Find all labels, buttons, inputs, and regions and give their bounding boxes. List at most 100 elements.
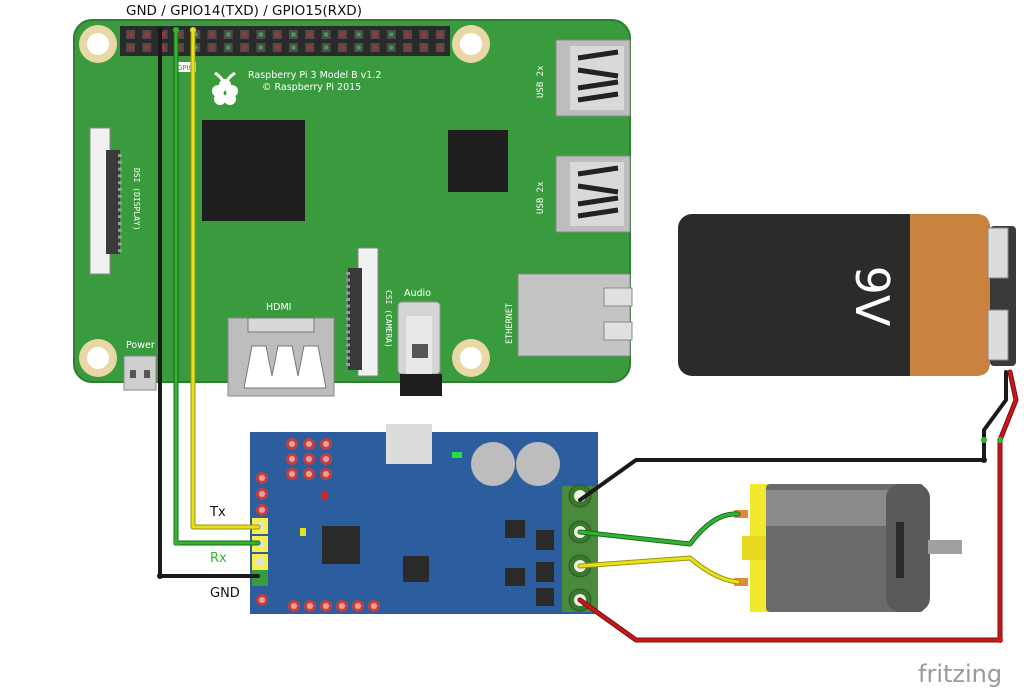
gpio-pin-core [128, 45, 133, 50]
battery-terminal-pos [987, 309, 1009, 361]
connector-tooth [118, 215, 122, 219]
gpio-pin-core [373, 32, 377, 37]
solder-pad-hole [259, 597, 265, 603]
pi-copyright: © Raspberry Pi 2015 [262, 82, 361, 93]
mounting-hole [79, 339, 117, 377]
connector-tooth [118, 222, 122, 225]
gpio-pin-core [258, 32, 263, 37]
motor-terminal-block [562, 484, 598, 612]
connector-tooth [118, 160, 122, 164]
audio-jack [397, 301, 442, 396]
gpio-pin-core [275, 32, 280, 37]
gpio-pin-core [242, 45, 247, 50]
gpio-pin-core [128, 32, 133, 37]
solder-pad-hole [259, 507, 265, 513]
status-led [452, 452, 462, 458]
connector-tooth [346, 337, 350, 340]
gpio-pin-core [324, 45, 329, 50]
solder-pad-hole [371, 603, 377, 609]
gpio-pin-core [177, 32, 182, 37]
power-port [123, 355, 157, 391]
gpio-pin-core [356, 32, 361, 37]
connector-tooth [346, 298, 350, 301]
connector-tooth [118, 194, 122, 198]
solder-pad-hole [323, 471, 329, 477]
gpio-pin-core [405, 32, 410, 37]
connector-tooth [118, 154, 122, 157]
gpio-pin-core [307, 32, 312, 37]
connector-tooth [346, 304, 350, 308]
solder-pad-hole [307, 603, 313, 609]
solder-pad-hole [306, 471, 312, 477]
gpio-pin-core [340, 32, 345, 37]
gpio-pin-core [144, 45, 149, 50]
wires [157, 27, 1019, 643]
gpio-pin-core [258, 45, 263, 50]
gpio-pin-core [193, 32, 198, 37]
connector-tooth [346, 356, 350, 360]
solder-pad-hole [306, 441, 312, 447]
connector-tooth [346, 317, 350, 321]
tx-label: Tx [209, 505, 226, 520]
hdmi-label: HDMI [266, 302, 291, 313]
connector-tooth [346, 291, 350, 295]
connector-tooth [118, 208, 122, 212]
gpio-pin-core [340, 45, 345, 50]
gpio-pin-core [210, 32, 214, 37]
usb-bottom-label: USB 2x [536, 181, 546, 214]
connector-tooth [118, 228, 122, 232]
capacitor [471, 442, 515, 486]
connector-tooth [118, 201, 122, 205]
lan-chip [448, 130, 508, 192]
gpio-tag: GPIO [177, 64, 195, 72]
connector-tooth [118, 167, 122, 171]
gpio-pin-core [373, 45, 377, 50]
usb-top-label: USB 2x [536, 65, 546, 98]
motor-controller-board [250, 424, 598, 614]
gpio-pin-core [161, 32, 166, 37]
gpio-pin-core [307, 45, 312, 50]
connector-tooth [346, 324, 350, 327]
solder-pad-hole [289, 456, 295, 462]
usb-port-top [555, 39, 631, 117]
mounting-hole [452, 339, 490, 377]
gpio-pin-core [226, 32, 231, 37]
audio-label: Audio [404, 288, 431, 299]
csi-label: CSI (CAMERA) [384, 290, 393, 348]
dsi-connector [89, 127, 122, 275]
soc-chip [202, 120, 305, 221]
connector-tooth [118, 249, 122, 253]
solder-pad-hole [291, 603, 297, 609]
solder-pad-hole [323, 441, 329, 447]
csi-connector [346, 247, 379, 377]
gpio-pin-core [421, 45, 426, 50]
solder-pad-hole [259, 491, 265, 497]
gpio-pin-core [438, 45, 443, 50]
gnd-label: GND [210, 586, 240, 601]
connector-tooth [346, 363, 350, 366]
gpio-pin-core [389, 45, 394, 50]
gpio-header [120, 26, 450, 56]
capacitor [516, 442, 560, 486]
connector-tooth [346, 311, 350, 314]
dsi-label: DSI (DISPLAY) [132, 168, 141, 231]
solder-pad-hole [355, 603, 361, 609]
solder-pad-hole [323, 456, 329, 462]
gpio-pin-core [438, 32, 443, 37]
gpio-pin-core [275, 45, 280, 50]
pi-model-title: Raspberry Pi 3 Model B v1.2 [248, 70, 381, 81]
connector-tooth [346, 278, 350, 282]
solder-pad-hole [339, 603, 345, 609]
power-label: Power [126, 340, 155, 351]
gpio-pin-core [389, 32, 394, 37]
fritzing-logo: fritzing [918, 660, 1002, 688]
gpio-pin-core [291, 32, 296, 37]
gpio-tag-box [174, 62, 196, 72]
raspberry-pi-board: GPIO Raspberry Pi 3 Model B v1.2 © Raspb… [73, 19, 633, 397]
gpio-pin-core [291, 45, 296, 50]
gpio-pin-core [226, 45, 231, 50]
mounting-hole [79, 25, 117, 63]
battery-9v: 9V [678, 214, 1016, 376]
gpio-pin-core [144, 32, 149, 37]
